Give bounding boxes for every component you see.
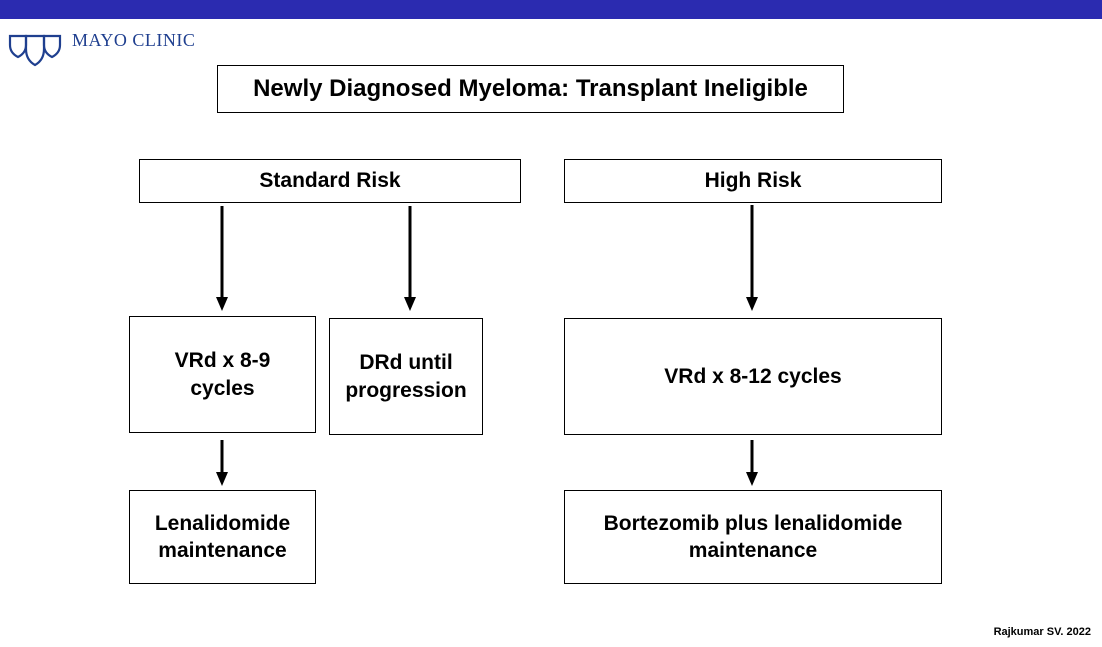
vrd-8-12-node: VRd x 8-12 cycles	[564, 318, 942, 435]
page-title: Newly Diagnosed Myeloma: Transplant Inel…	[217, 65, 844, 113]
arrow-vrd-to-bortezomib-head	[746, 472, 758, 486]
vrd-8-9-text: VRd x 8-9 cycles	[174, 349, 271, 400]
arrow-vrd-to-lenalidomide-head	[216, 472, 228, 486]
vrd-8-12-text: VRd x 8-12 cycles	[664, 364, 842, 388]
lenalidomide-maintenance-text: Lenalidomide maintenance	[154, 511, 291, 562]
arrow-standard-to-vrd-head	[216, 297, 228, 311]
page-title-text: Newly Diagnosed Myeloma: Transplant Inel…	[253, 75, 808, 103]
lenalidomide-maintenance-node: Lenalidomide maintenance	[129, 490, 316, 584]
arrow-standard-to-drd-head	[404, 297, 416, 311]
citation: Rajkumar SV. 2022	[993, 626, 1091, 638]
high-risk-label: High Risk	[704, 169, 802, 193]
logo-text: MAYO CLINIC	[72, 30, 196, 50]
standard-risk-label: Standard Risk	[259, 169, 401, 193]
bortezomib-maintenance-text: Bortezomib plus lenalidomide maintenance	[603, 511, 903, 562]
bortezomib-maintenance-node: Bortezomib plus lenalidomide maintenance	[564, 490, 942, 584]
drd-text: DRd until progression	[345, 351, 467, 402]
standard-risk-header: Standard Risk	[139, 159, 521, 203]
drd-node: DRd until progression	[329, 318, 483, 435]
arrow-highrisk-to-vrd-head	[746, 297, 758, 311]
mayo-shields-icon	[8, 34, 62, 67]
high-risk-header: High Risk	[564, 159, 942, 203]
vrd-8-9-node: VRd x 8-9 cycles	[129, 316, 316, 433]
top-bar	[0, 0, 1102, 19]
